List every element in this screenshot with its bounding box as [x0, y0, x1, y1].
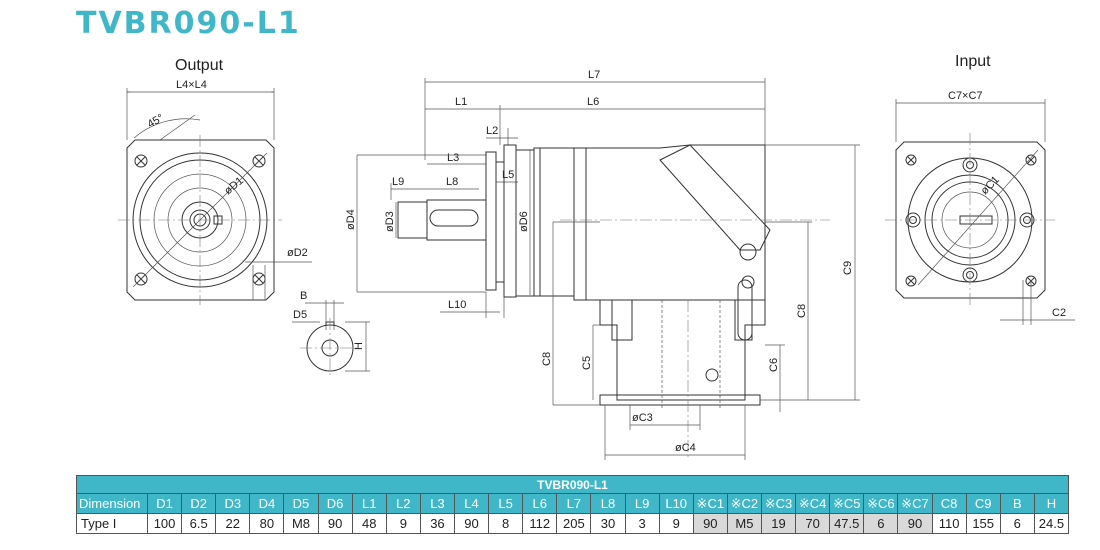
- dim-l1: L1: [455, 96, 467, 108]
- column-header: L2: [385, 493, 421, 514]
- column-header: L8: [590, 493, 626, 514]
- column-header: D3: [215, 493, 251, 514]
- table-cell: 36: [419, 513, 455, 534]
- column-header: ※C3: [760, 493, 797, 514]
- table-cell: 110: [931, 513, 967, 534]
- table-cell: 47.5: [829, 513, 865, 534]
- dim-c6: C6: [768, 358, 780, 372]
- column-header: H: [1033, 493, 1070, 514]
- table-cell: 100: [146, 513, 183, 534]
- dim-d6: øD6: [518, 211, 530, 232]
- dim-d5: D5: [293, 309, 307, 321]
- column-header: ※C7: [897, 493, 933, 514]
- dim-l8: L8: [446, 176, 458, 188]
- table-cell: 112: [522, 513, 558, 534]
- column-header: C9: [965, 493, 1001, 514]
- keyway-detail: B D5 H: [292, 290, 370, 378]
- page-title: TVBR090-L1: [76, 6, 301, 41]
- output-view-label: Output: [175, 57, 224, 74]
- table-cell: 9: [385, 513, 421, 534]
- column-header: D4: [249, 493, 285, 514]
- table-cell: 19: [760, 513, 797, 534]
- column-header: ※C6: [863, 493, 899, 514]
- column-header: L1: [351, 493, 387, 514]
- dim-l3: L3: [447, 152, 459, 164]
- dim-d3: øD3: [384, 211, 396, 232]
- row-header-label: Dimension: [76, 493, 148, 514]
- column-header: ※C5: [829, 493, 865, 514]
- column-header: L9: [624, 493, 660, 514]
- column-header: L3: [419, 493, 455, 514]
- dim-l4xl4: L4×L4: [176, 79, 207, 91]
- input-view-label: Input: [955, 53, 991, 70]
- dim-c9: C9: [842, 261, 854, 275]
- table-cell: 22: [215, 513, 251, 534]
- column-header: ※C2: [726, 493, 762, 514]
- table-cell: 90: [897, 513, 933, 534]
- column-header: D1: [146, 493, 183, 514]
- table-cell: M5: [726, 513, 762, 534]
- table-cell: 205: [556, 513, 592, 534]
- table-cell: 6: [999, 513, 1035, 534]
- dim-d4: øD4: [345, 209, 357, 230]
- column-header: C8: [931, 493, 967, 514]
- column-header: L7: [556, 493, 592, 514]
- table-cell: M8: [283, 513, 319, 534]
- column-header: ※C1: [692, 493, 728, 514]
- column-header: L6: [522, 493, 558, 514]
- table-cell: 3: [624, 513, 660, 534]
- output-flange-view: L4×L4 45° øD1 øD2: [118, 79, 312, 305]
- column-header: B: [999, 493, 1035, 514]
- dim-c1: øC1: [979, 174, 1002, 197]
- dim-l5: L5: [502, 169, 514, 181]
- table-cell: 90: [453, 513, 490, 534]
- column-header: L10: [658, 493, 694, 514]
- column-header: D6: [317, 493, 353, 514]
- dim-b: B: [300, 290, 307, 302]
- dim-c4: øC4: [675, 442, 696, 454]
- table-cell: 30: [590, 513, 626, 534]
- dim-l6: L6: [587, 96, 599, 108]
- dim-l9: L9: [392, 176, 404, 188]
- dim-c3: øC3: [632, 412, 653, 424]
- dim-c8-left: C8: [541, 352, 553, 366]
- column-header: L4: [453, 493, 490, 514]
- dim-l2: L2: [486, 125, 498, 137]
- row-label: Type I: [76, 513, 148, 534]
- table-cell: 90: [317, 513, 353, 534]
- table-cell: 70: [795, 513, 831, 534]
- column-header: D2: [181, 493, 217, 514]
- table-cell: 155: [965, 513, 1001, 534]
- dim-l10: L10: [448, 299, 466, 311]
- table-cell: 6: [863, 513, 899, 534]
- spec-table-title: TVBR090-L1: [76, 475, 1069, 494]
- column-header: D5: [283, 493, 319, 514]
- dim-c8-right: C8: [796, 304, 808, 318]
- dim-l7: L7: [588, 69, 600, 81]
- dim-c5: C5: [581, 356, 593, 370]
- table-cell: 48: [351, 513, 387, 534]
- column-header: ※C4: [795, 493, 831, 514]
- table-cell: 90: [692, 513, 728, 534]
- table-cell: 8: [488, 513, 524, 534]
- table-cell: 80: [249, 513, 285, 534]
- table-cell: 6.5: [181, 513, 217, 534]
- dim-h: H: [353, 342, 365, 350]
- input-flange-view: C7×C7 øC1 C2: [885, 90, 1075, 325]
- dim-d2: øD2: [287, 247, 308, 259]
- technical-drawing: L4×L4 45° øD1 øD2 B D5: [118, 69, 1075, 460]
- dim-c2: C2: [1052, 307, 1066, 319]
- table-cell: 9: [658, 513, 694, 534]
- column-header: L5: [488, 493, 524, 514]
- dim-c7xc7: C7×C7: [948, 90, 983, 102]
- table-cell: 24.5: [1033, 513, 1070, 534]
- side-view: L7 L1 L6 L2 L3 L9 L8 L5 øD4 øD3 øD6: [345, 69, 860, 460]
